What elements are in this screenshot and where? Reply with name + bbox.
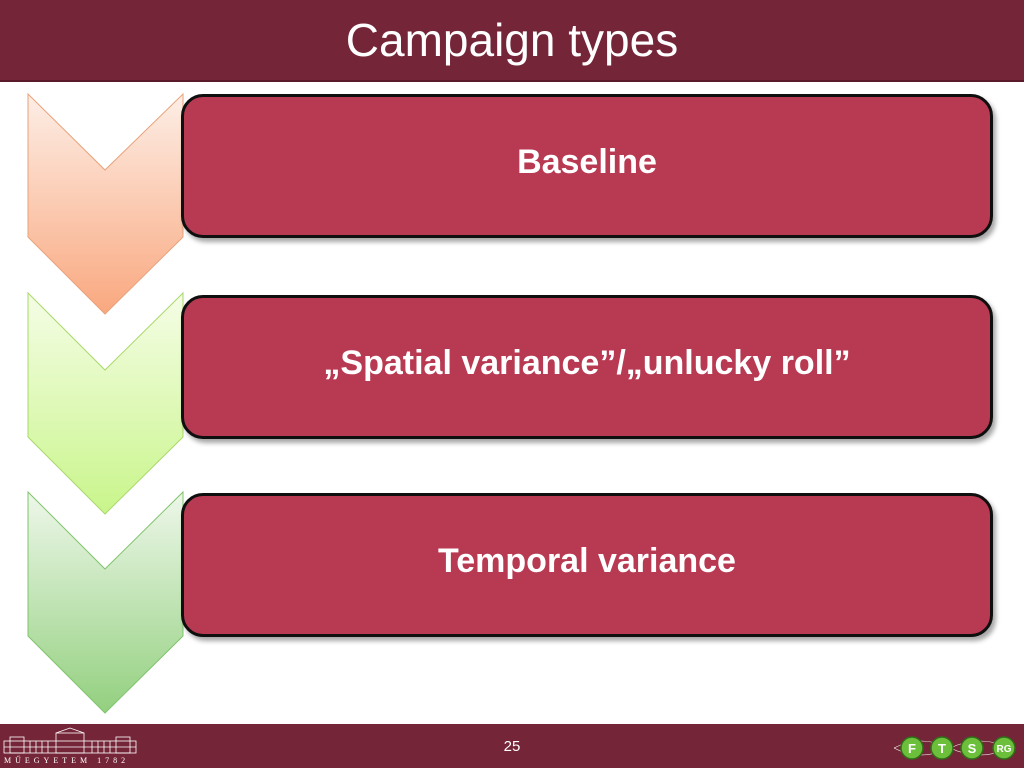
step-label: Baseline bbox=[517, 142, 657, 181]
chevron-3 bbox=[27, 490, 184, 714]
step-box-temporal-variance: Temporal variance bbox=[181, 493, 993, 637]
slide-title: Campaign types bbox=[345, 14, 679, 66]
footer-bar bbox=[0, 724, 1024, 768]
svg-text:RG: RG bbox=[997, 744, 1012, 755]
step-label: Temporal variance bbox=[438, 541, 736, 580]
step-box-spatial-variance: „Spatial variance”/„unlucky roll” bbox=[181, 295, 993, 439]
title-bar bbox=[0, 0, 1024, 82]
svg-text:S: S bbox=[968, 741, 977, 756]
chevron-2 bbox=[27, 291, 184, 515]
svg-text:F: F bbox=[908, 741, 916, 756]
university-wordmark: MŰEGYETEM 1782 bbox=[4, 756, 130, 765]
chevron-1 bbox=[27, 92, 184, 315]
svg-text:T: T bbox=[938, 741, 946, 756]
university-logo bbox=[3, 727, 137, 754]
lab-logo-s-icon: S bbox=[960, 736, 984, 760]
lab-logo-group: F T S RG bbox=[893, 736, 1016, 760]
lab-logo-t-icon: T bbox=[930, 736, 954, 760]
step-label: „Spatial variance”/„unlucky roll” bbox=[323, 343, 851, 382]
page-number: 25 bbox=[503, 738, 521, 755]
step-box-baseline: Baseline bbox=[181, 94, 993, 238]
lab-logo-f-icon: F bbox=[900, 736, 924, 760]
lab-logo-rg-icon: RG bbox=[992, 736, 1016, 760]
